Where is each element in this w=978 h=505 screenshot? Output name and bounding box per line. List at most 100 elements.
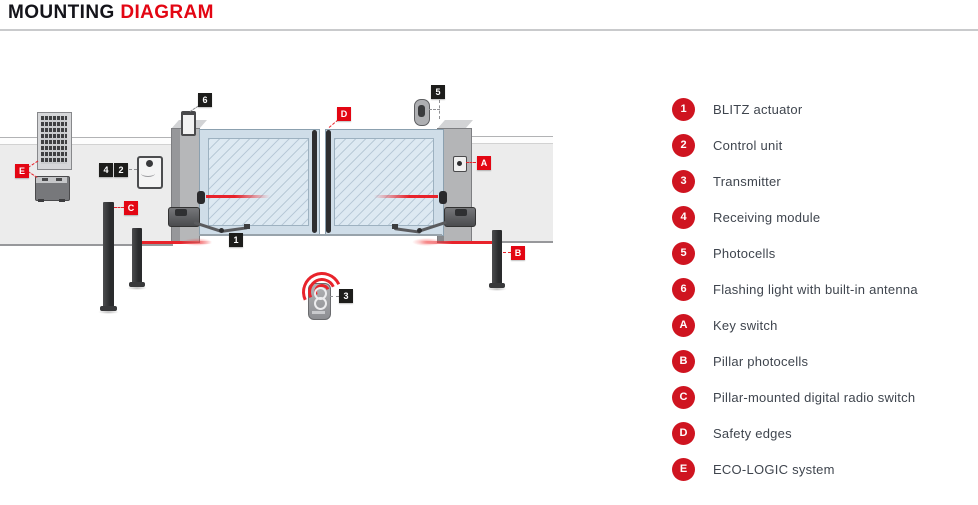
- connector-5-device: [429, 109, 440, 110]
- connector-2-unit: [129, 169, 137, 170]
- actuator-left-bracket: [244, 224, 250, 229]
- wall-right: [470, 136, 553, 243]
- photocell-beam-left: [206, 195, 270, 198]
- actuator-right-detail: [455, 209, 467, 216]
- marker-4: 4: [99, 163, 113, 177]
- pillar-beam-left: [142, 241, 212, 244]
- marker-c: C: [124, 201, 138, 215]
- page-title-red: DIAGRAM: [120, 2, 214, 23]
- marker-6: 6: [198, 93, 212, 107]
- legend-label-a: Key switch: [713, 317, 778, 333]
- legend-badge-d: D: [672, 421, 695, 445]
- legend-badge-5: 5: [672, 241, 695, 265]
- legend-badge-3: 3: [672, 169, 695, 193]
- legend-item-a: A Key switch: [672, 307, 972, 343]
- actuator-right-elbow: [417, 228, 422, 233]
- control-unit-detail: [141, 170, 155, 177]
- connector-c-pillar: [114, 207, 124, 208]
- radio-switch-pillar: [103, 202, 114, 309]
- pillar-photocell-right-base: [489, 283, 505, 288]
- page-title: MOUNTING DIAGRAM: [8, 2, 214, 24]
- legend-item-1: 1 BLITZ actuator: [672, 91, 972, 127]
- legend-label-6: Flashing light with built-in antenna: [713, 281, 918, 297]
- radio-switch-pillar-shadow: [98, 310, 119, 314]
- photocell-5-window: [418, 105, 425, 117]
- marker-e: E: [15, 164, 29, 178]
- connector-3-transmitter: [330, 296, 339, 297]
- photocell-right: [439, 191, 447, 204]
- key-switch-cylinder: [457, 161, 462, 166]
- legend-badge-a: A: [672, 313, 695, 337]
- legend-label-5: Photocells: [713, 245, 776, 261]
- legend-label-3: Transmitter: [713, 173, 781, 189]
- legend-label-d: Safety edges: [713, 425, 792, 441]
- battery-terminal-right: [56, 178, 62, 181]
- legend-label-c: Pillar-mounted digital radio switch: [713, 389, 916, 405]
- wall-left: [0, 137, 173, 246]
- legend-item-5: 5 Photocells: [672, 235, 972, 271]
- photocell-beam-right: [374, 195, 438, 198]
- pillar-photocell-left-base: [129, 282, 145, 287]
- photocell-left: [197, 191, 205, 204]
- pillar-photocell-left-shadow: [127, 286, 147, 290]
- marker-b: B: [511, 246, 525, 260]
- legend-item-6: 6 Flashing light with built-in antenna: [672, 271, 972, 307]
- pillar-beam-left-glow: [182, 238, 212, 246]
- radio-switch-pillar-base: [100, 306, 117, 311]
- marker-1: 1: [229, 233, 243, 247]
- connector-5-pillar: [439, 100, 440, 119]
- pillar-photocell-right: [492, 230, 502, 285]
- marker-5: 5: [431, 85, 445, 99]
- connector-a-switch: [466, 162, 476, 163]
- legend-label-b: Pillar photocells: [713, 353, 809, 369]
- transmitter-label-strip: [312, 311, 325, 314]
- actuator-right-bracket: [392, 224, 398, 229]
- marker-2: 2: [114, 163, 128, 177]
- connector-b-pillar: [503, 252, 511, 253]
- legend-item-4: 4 Receiving module: [672, 199, 972, 235]
- legend-badge-e: E: [672, 457, 695, 481]
- actuator-left-detail: [175, 209, 187, 216]
- transmitter-button-2: [314, 297, 327, 310]
- right-pillar-top: [437, 120, 473, 129]
- legend-label-4: Receiving module: [713, 209, 821, 225]
- pillar-beam-right: [420, 241, 492, 244]
- pillar-beam-right-glow: [412, 238, 442, 246]
- actuator-left-elbow: [219, 228, 224, 233]
- legend-item-3: 3 Transmitter: [672, 163, 972, 199]
- legend-item-b: B Pillar photocells: [672, 343, 972, 379]
- legend-item-d: D Safety edges: [672, 415, 972, 451]
- legend-item-2: 2 Control unit: [672, 127, 972, 163]
- gate-bottom-shadow: [199, 234, 442, 236]
- legend-item-e: E ECO-LOGIC system: [672, 451, 972, 487]
- legend-label-2: Control unit: [713, 137, 783, 153]
- battery-terminal-left: [42, 178, 48, 181]
- legend-badge-4: 4: [672, 205, 695, 229]
- legend-badge-b: B: [672, 349, 695, 373]
- solar-panel-cells: [41, 116, 67, 164]
- pillar-photocell-left: [132, 228, 142, 284]
- legend-badge-2: 2: [672, 133, 695, 157]
- marker-3: 3: [339, 289, 353, 303]
- gate-leaf-left-panel: [208, 138, 309, 226]
- legend-label-1: BLITZ actuator: [713, 101, 803, 117]
- battery-box-lid: [36, 177, 67, 183]
- marker-a: A: [477, 156, 491, 170]
- marker-d: D: [337, 107, 351, 121]
- legend-badge-c: C: [672, 385, 695, 409]
- flashing-light: [181, 111, 196, 136]
- legend: 1 BLITZ actuator 2 Control unit 3 Transm…: [672, 91, 972, 487]
- safety-edge-left: [312, 130, 317, 233]
- page-title-black: MOUNTING: [8, 2, 115, 23]
- legend-badge-1: 1: [672, 97, 695, 121]
- control-unit-logo: [146, 160, 153, 167]
- header-divider: [0, 29, 978, 31]
- legend-item-c: C Pillar-mounted digital radio switch: [672, 379, 972, 415]
- legend-badge-6: 6: [672, 277, 695, 301]
- actuator-right-body: [444, 207, 476, 227]
- battery-foot-left: [38, 199, 44, 202]
- safety-edge-right: [326, 130, 331, 233]
- gate-leaf-right-panel: [334, 138, 434, 226]
